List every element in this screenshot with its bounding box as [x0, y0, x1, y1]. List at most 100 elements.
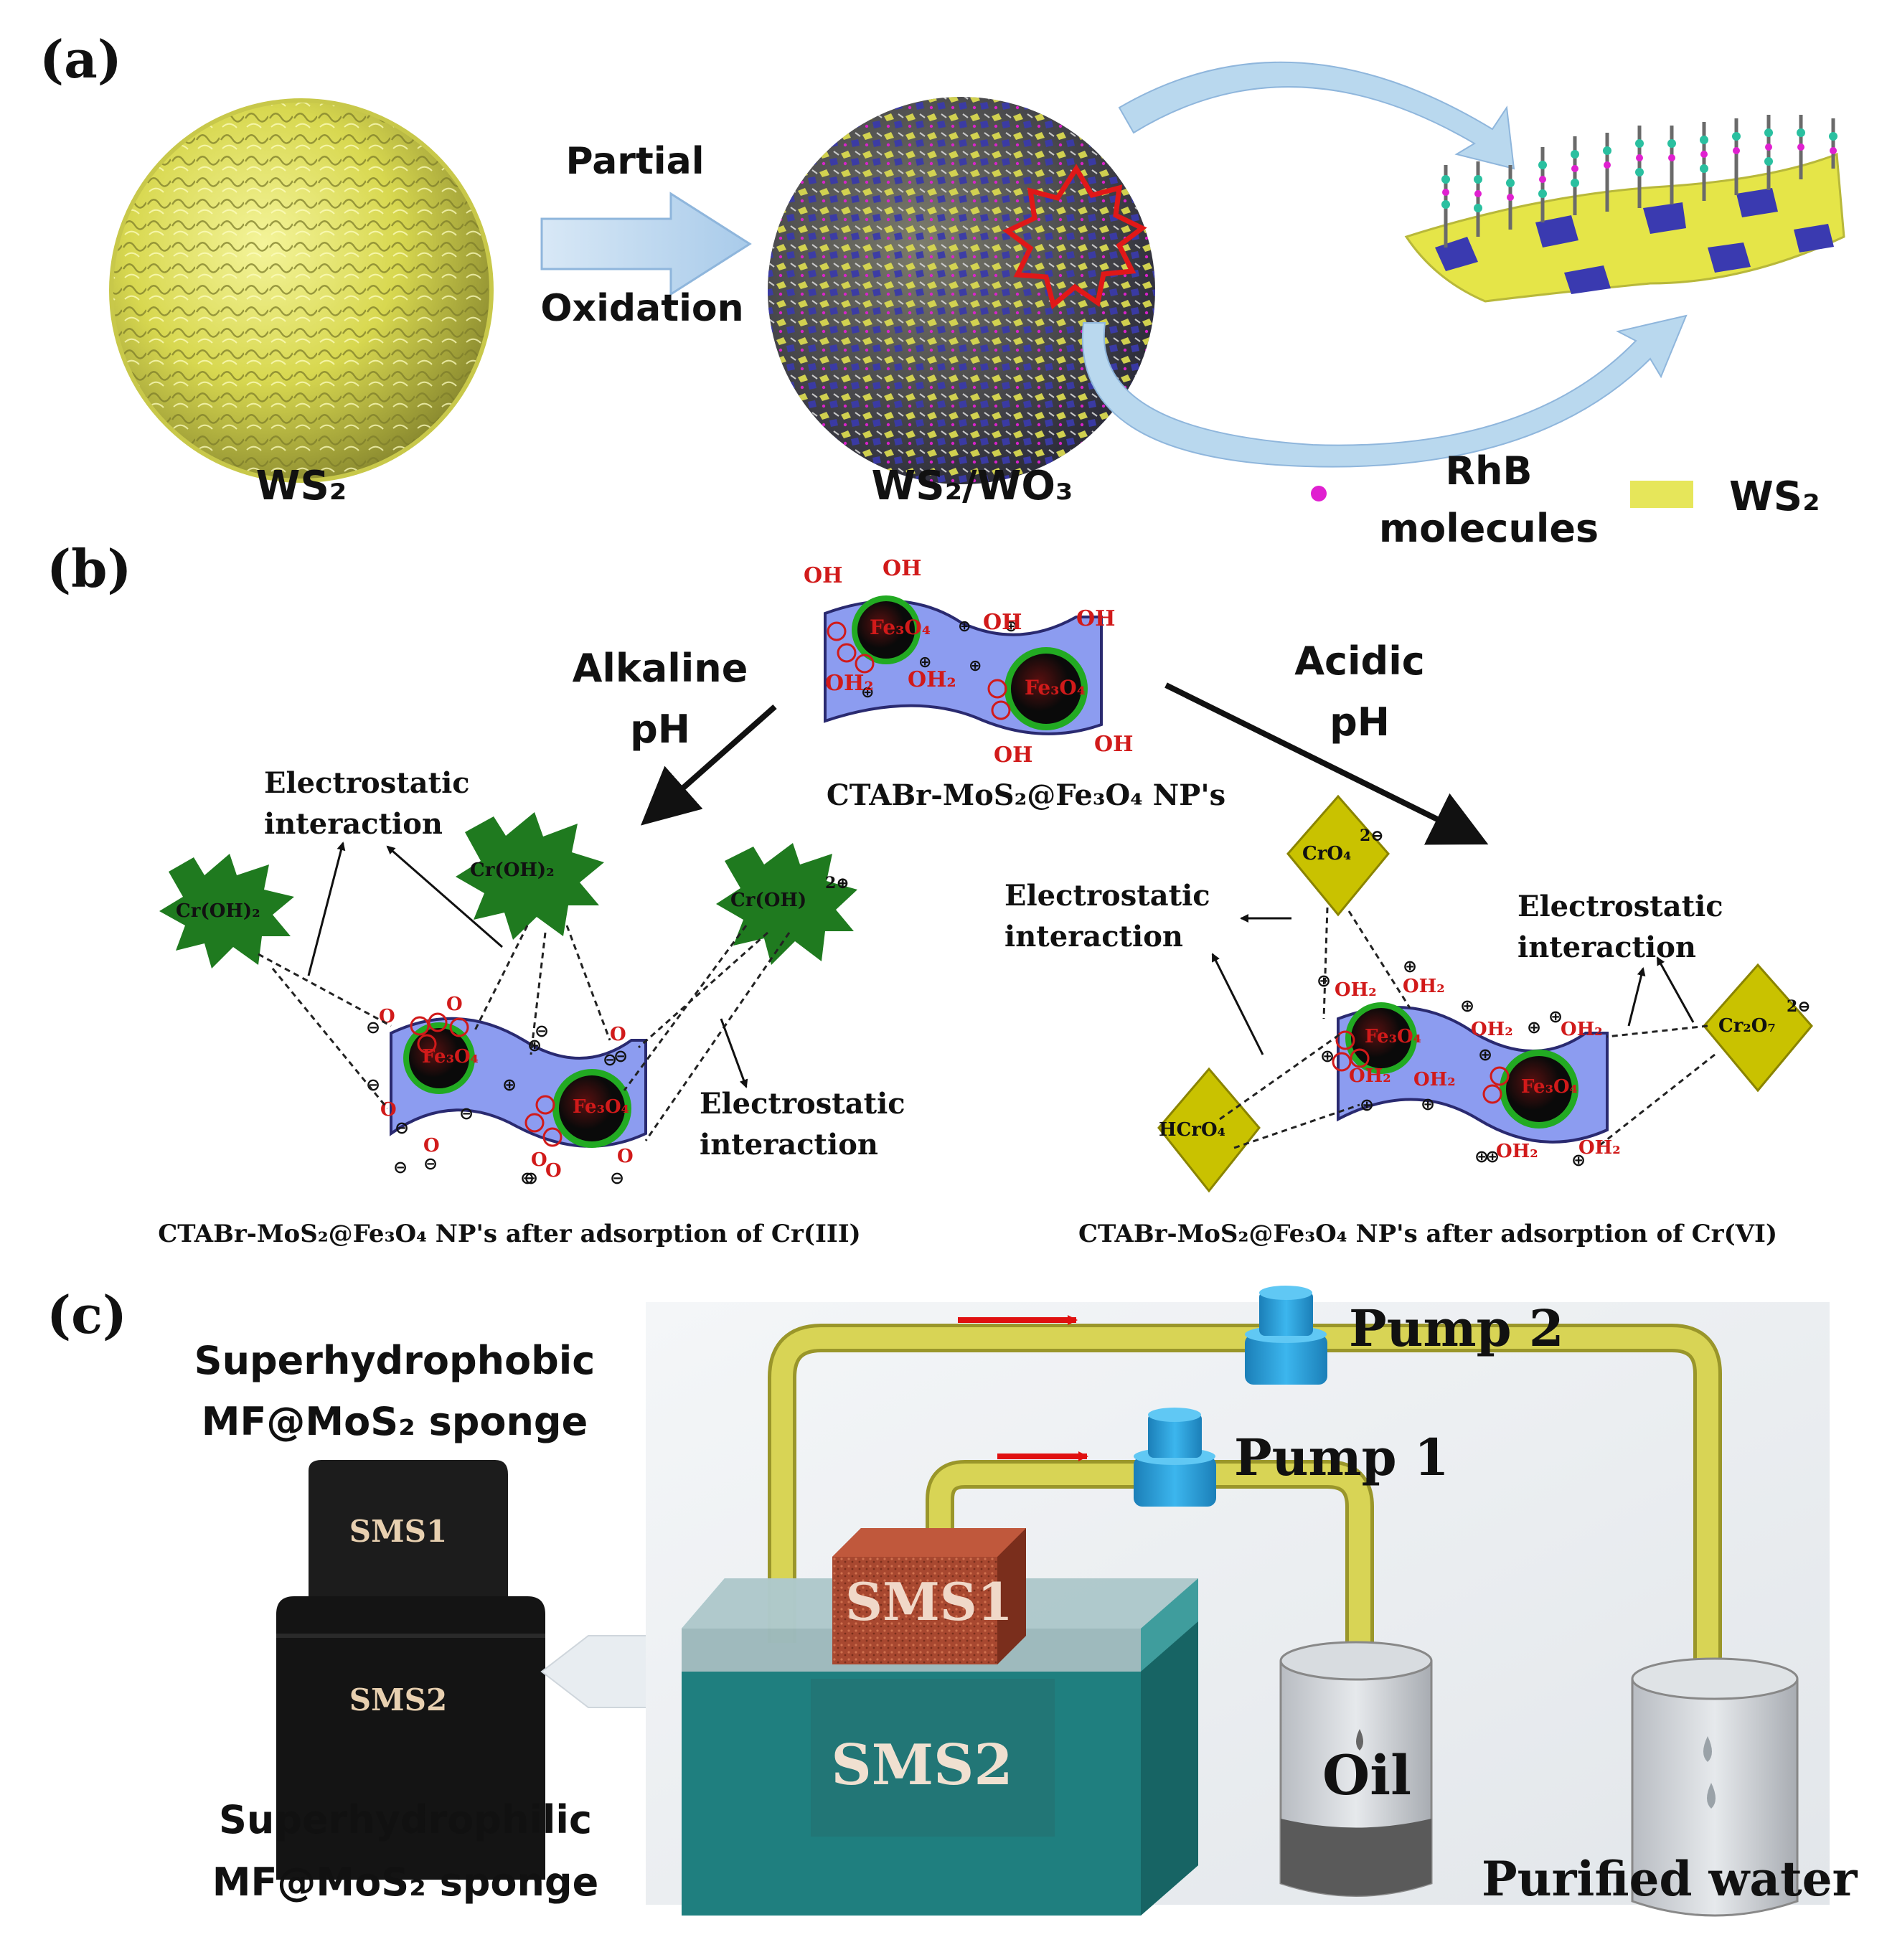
cr3-charge: 2⊕ [825, 874, 850, 892]
svg-text:O: O [446, 994, 463, 1015]
fe3o4-label: Fe₃O₄ [1365, 1026, 1422, 1047]
svg-text:⊕: ⊕ [1474, 1146, 1489, 1167]
caption-cr3: CTABr-MoS₂@Fe₃O₄ NP's after adsorption o… [158, 1220, 861, 1248]
svg-text:⊕: ⊕ [1460, 996, 1474, 1016]
fe3o4-label: Fe₃O₄ [1521, 1076, 1578, 1098]
sponge-photo [255, 1456, 563, 1960]
svg-text:O: O [379, 1006, 395, 1027]
rhb-legend-dot [1311, 486, 1327, 501]
oh2-label: OH₂ [1403, 976, 1445, 997]
tank-sms2-label: SMS2 [831, 1733, 1013, 1798]
oh-label: OH [994, 743, 1033, 768]
superhydrophilic-sponge-label: MF@MoS₂ sponge [212, 1860, 599, 1905]
oxidation-label: Oxidation [540, 287, 744, 330]
acidic-ph-label: pH [1330, 699, 1390, 745]
svg-text:O: O [531, 1149, 547, 1171]
photo-sms2-label: SMS2 [349, 1682, 448, 1718]
superhydrophobic-sponge-label: MF@MoS₂ sponge [201, 1399, 588, 1444]
oh2-label: OH₂ [908, 667, 956, 692]
separation-setup [646, 1286, 1830, 1917]
interaction-label-1: interaction [264, 807, 443, 841]
svg-text:O: O [423, 1135, 440, 1156]
ws2-wo3-label: WS₂/WO₃ [871, 463, 1073, 509]
cr6-arrows [1211, 914, 1695, 1055]
svg-text:⊕: ⊕ [1485, 1146, 1500, 1167]
cr6-charge-3: 2⊖ [1787, 997, 1811, 1016]
oh2-label: OH₂ [1413, 1069, 1456, 1090]
svg-text:⊖: ⊖ [395, 1118, 409, 1138]
svg-text:⊕: ⊕ [1403, 956, 1417, 976]
svg-text:⊕: ⊕ [1320, 1046, 1335, 1066]
cr6-connectors [1219, 907, 1716, 1149]
interaction-label-2: interaction [700, 1128, 878, 1162]
svg-text:⊕: ⊕ [1421, 1094, 1435, 1114]
oh-label: OH [1094, 732, 1134, 757]
cr3-connectors [258, 925, 791, 1141]
pump-2-label: Pump 2 [1349, 1299, 1564, 1358]
fe3o4-label: Fe₃O₄ [1025, 676, 1086, 699]
svg-text:⊕: ⊕ [527, 1035, 542, 1055]
alkaline-label: Alkaline [572, 646, 748, 691]
cr6-species-2: HCrO₄ [1159, 1119, 1225, 1141]
zoom-arrows [1081, 61, 1688, 468]
ws2-sphere [109, 98, 494, 483]
photo-sms1-label: SMS1 [349, 1514, 448, 1549]
cr6-particle: ⊕⊕⊕⊕ ⊕⊕⊕⊕ ⊕⊕⊕⊕ [1317, 956, 1609, 1170]
svg-text:⊕: ⊕ [1360, 1095, 1374, 1115]
oh2-label: OH₂ [1335, 979, 1377, 1001]
cr6-species-3: Cr₂O₇ [1718, 1015, 1776, 1037]
svg-text:⊖: ⊖ [423, 1154, 438, 1174]
electrostatic-label-2: Electrostatic [700, 1087, 905, 1121]
fe3o4-label: Fe₃O₄ [573, 1096, 630, 1118]
svg-text:⊕: ⊕ [1527, 1017, 1541, 1037]
svg-text:⊖: ⊖ [520, 1168, 535, 1188]
svg-text:⊖: ⊖ [535, 1021, 549, 1041]
fe3o4-label: Fe₃O₄ [870, 616, 931, 639]
cr3-stars [159, 812, 857, 969]
highlight-star [1002, 164, 1147, 310]
svg-text:⊖: ⊖ [524, 1168, 538, 1188]
svg-text:⊖: ⊖ [366, 1017, 380, 1037]
electrostatic-label-4: Electrostatic [1517, 890, 1723, 923]
svg-text:⊖: ⊖ [366, 1075, 380, 1095]
panel-label-b: (b) [47, 538, 132, 599]
svg-text:⊖: ⊖ [610, 1168, 624, 1188]
legend-markers [1311, 481, 1693, 508]
oh2-label: OH₂ [1561, 1019, 1603, 1040]
svg-text:⊖: ⊖ [393, 1157, 408, 1177]
svg-text:⊕: ⊕ [1478, 1045, 1492, 1065]
svg-text:⊕: ⊕ [958, 618, 971, 636]
cr6-species-1: CrO₄ [1302, 843, 1352, 864]
svg-text:⊖: ⊖ [459, 1103, 474, 1123]
svg-text:⊖: ⊖ [603, 1050, 617, 1070]
svg-text:⊕: ⊕ [1317, 971, 1331, 991]
cr6-charge-1: 2⊖ [1360, 826, 1384, 845]
cr3-species-1: Cr(OH)₂ [176, 900, 260, 922]
panel-label-a: (a) [39, 29, 122, 90]
pump-1 [1134, 1408, 1216, 1507]
oh2-label: OH₂ [1349, 1065, 1391, 1087]
fe3o4-label: Fe₃O₄ [422, 1046, 479, 1068]
legend-ws2-label: WS₂ [1729, 473, 1820, 520]
cr3-species-3: Cr(OH) [730, 890, 807, 911]
svg-text:⊖: ⊖ [613, 1046, 628, 1066]
svg-text:O: O [545, 1160, 562, 1182]
ws2-label: WS₂ [255, 463, 347, 509]
cr6-diamonds [1157, 794, 1813, 1193]
oil-beaker [1279, 1641, 1433, 1897]
panel-label-c: (c) [47, 1284, 127, 1345]
ws2-wo3-sphere [768, 97, 1155, 484]
interaction-label-3: interaction [1004, 920, 1183, 953]
superhydrophobic-label: Superhydrophobic [194, 1338, 596, 1383]
cr3-arrows [307, 842, 748, 1088]
pump-1-label: Pump 1 [1234, 1428, 1449, 1487]
legend-rhb-line2: molecules [1378, 506, 1599, 551]
ws2-sheet-with-rhb [1404, 115, 1845, 303]
water-beaker [1631, 1657, 1799, 1917]
pump-2 [1245, 1286, 1327, 1385]
oh-label: OH [983, 610, 1022, 635]
oil-label: Oil [1322, 1743, 1411, 1807]
